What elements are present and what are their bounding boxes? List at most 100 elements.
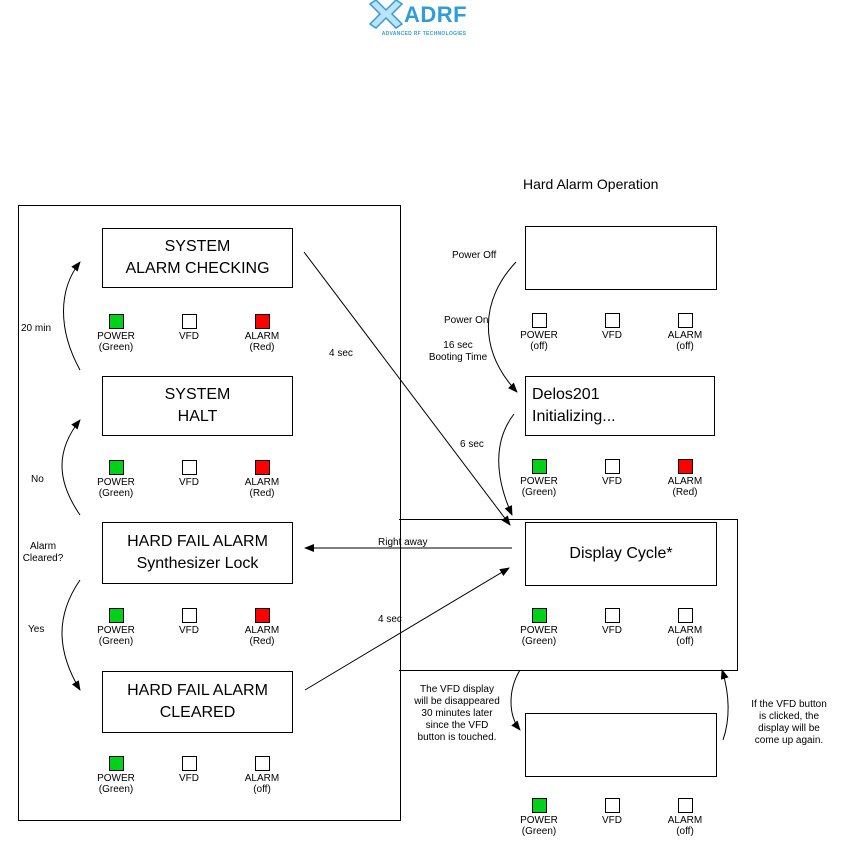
led-power-indicator xyxy=(108,314,124,329)
led-vfd-label: VFD xyxy=(179,331,199,342)
led-alarm: ALARM(Red) xyxy=(232,608,292,647)
led-vfd-indicator xyxy=(604,459,620,474)
led-power: POWER(Green) xyxy=(86,460,146,499)
led-vfd-indicator xyxy=(181,460,197,475)
led-power-label: POWER xyxy=(97,331,135,342)
led-alarm: ALARM(off) xyxy=(655,608,715,647)
led-vfd-indicator xyxy=(604,313,620,328)
led-alarm-indicator xyxy=(677,798,693,813)
led-alarm-indicator xyxy=(254,460,270,475)
led-power-state: (Green) xyxy=(98,636,134,647)
led-alarm-label: ALARM xyxy=(667,476,703,487)
note-six-sec: 6 sec xyxy=(460,439,484,450)
arrow-vfd-click xyxy=(720,669,729,741)
note-line: will be disappeared xyxy=(414,696,500,707)
adrf-logo: ADRF ADVANCED RF TECHNOLOGIES xyxy=(364,0,480,40)
box-hard-fail-alarm: HARD FAIL ALARM Synthesizer Lock xyxy=(102,522,293,584)
arrow-four-sec-top xyxy=(303,251,511,526)
box-system-alarm-checking: SYSTEM ALARM CHECKING xyxy=(102,228,293,288)
note-vfd-click: If the VFD button is clicked, the displa… xyxy=(736,699,842,747)
led-power-state: (Green) xyxy=(98,784,134,795)
led-alarm-indicator xyxy=(254,608,270,623)
led-power: POWER(Green) xyxy=(509,798,569,837)
led-alarm-state: (Red) xyxy=(249,342,275,353)
led-power-indicator xyxy=(531,459,547,474)
led-vfd-label: VFD xyxy=(179,625,199,636)
led-vfd-label: VFD xyxy=(602,625,622,636)
led-power: POWER(Green) xyxy=(509,608,569,647)
note-line: The VFD display xyxy=(420,684,494,695)
led-power: POWER(Green) xyxy=(86,608,146,647)
led-vfd: VFD xyxy=(159,460,219,488)
box-text: SYSTEM xyxy=(164,238,231,255)
led-alarm: ALARM(Red) xyxy=(655,459,715,498)
box-text: CLEARED xyxy=(159,704,236,721)
led-vfd-label: VFD xyxy=(602,815,622,826)
led-vfd-label: VFD xyxy=(179,477,199,488)
led-power-state: (Green) xyxy=(98,488,134,499)
led-alarm-indicator xyxy=(254,756,270,771)
box-delos-init: Delos201 Initializing... xyxy=(525,376,715,436)
box-text: HARD FAIL ALARM xyxy=(127,533,268,550)
note-power-off: Power Off xyxy=(452,250,497,261)
led-alarm: ALARM(off) xyxy=(232,756,292,795)
led-alarm-label: ALARM xyxy=(667,625,703,636)
led-vfd-label: VFD xyxy=(179,773,199,784)
note-line: Booting Time xyxy=(428,352,488,363)
led-alarm-label: ALARM xyxy=(667,815,703,826)
led-alarm: ALARM(Red) xyxy=(232,314,292,353)
led-vfd: VFD xyxy=(582,798,642,826)
led-alarm-state: (Red) xyxy=(249,488,275,499)
arrow-no xyxy=(61,419,81,516)
led-alarm-indicator xyxy=(677,459,693,474)
note-vfd-disappear: The VFD display will be disappeared 30 m… xyxy=(402,684,512,744)
logo-tagline: ADVANCED RF TECHNOLOGIES xyxy=(381,31,467,37)
led-alarm-indicator xyxy=(677,313,693,328)
led-power-label: POWER xyxy=(520,815,558,826)
led-power-state: (Green) xyxy=(521,636,557,647)
led-vfd-label: VFD xyxy=(602,330,622,341)
box-power-off-display xyxy=(525,226,717,290)
note-line: Alarm xyxy=(29,541,57,552)
led-power-indicator xyxy=(108,756,124,771)
led-power-indicator xyxy=(531,608,547,623)
led-alarm-label: ALARM xyxy=(244,331,280,342)
box-hard-fail-cleared: HARD FAIL ALARM CLEARED xyxy=(102,671,293,733)
led-power-label: POWER xyxy=(520,330,558,341)
led-alarm-state: (Red) xyxy=(672,487,698,498)
led-power-label: POWER xyxy=(520,476,558,487)
note-four-sec-bottom: 4 sec xyxy=(378,614,402,625)
note-line: come up again. xyxy=(754,735,824,746)
note-right-away: Right away xyxy=(378,537,428,548)
box-text: HALT xyxy=(177,408,218,425)
led-vfd: VFD xyxy=(582,459,642,487)
logo-wordmark: ADRF xyxy=(404,2,468,27)
led-vfd-indicator xyxy=(181,608,197,623)
led-vfd: VFD xyxy=(159,756,219,784)
box-text: HARD FAIL ALARM xyxy=(127,682,268,699)
led-power-state: (off) xyxy=(530,341,548,352)
led-power: POWER(Green) xyxy=(86,756,146,795)
led-power-label: POWER xyxy=(97,773,135,784)
note-line: is clicked, the xyxy=(758,711,820,722)
arrow-four-sec-bottom xyxy=(304,567,510,691)
box-text: ALARM CHECKING xyxy=(125,260,270,277)
box-text: Delos201 xyxy=(532,386,600,403)
led-power: POWER(Green) xyxy=(509,459,569,498)
led-power-state: (Green) xyxy=(98,342,134,353)
left-frame xyxy=(18,205,401,821)
led-vfd: VFD xyxy=(159,314,219,342)
led-alarm-state: (off) xyxy=(253,784,271,795)
led-power-indicator xyxy=(108,608,124,623)
box-vfd-off-display xyxy=(525,713,717,777)
led-power-indicator xyxy=(531,798,547,813)
note-alarm-cleared: Alarm Cleared? xyxy=(18,541,68,565)
led-alarm-state: (off) xyxy=(676,636,694,647)
note-line: display will be xyxy=(758,723,820,734)
led-power: POWER(off) xyxy=(509,313,569,352)
led-alarm-label: ALARM xyxy=(244,773,280,784)
led-power-label: POWER xyxy=(97,625,135,636)
led-vfd: VFD xyxy=(582,608,642,636)
led-power-label: POWER xyxy=(97,477,135,488)
